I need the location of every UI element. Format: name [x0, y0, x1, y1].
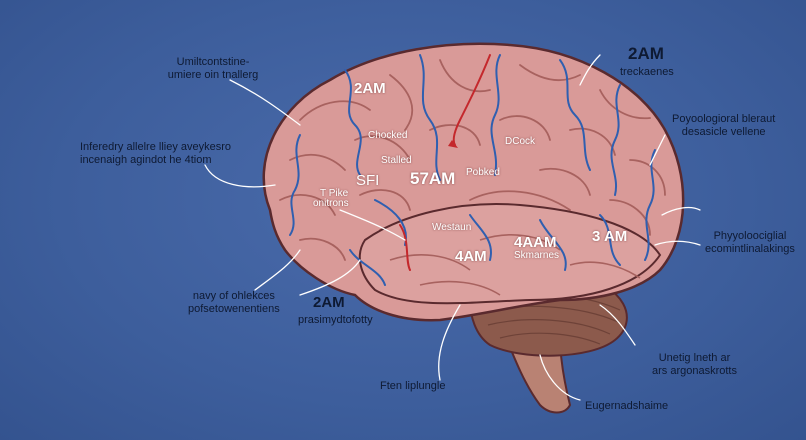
label-top-right-1: treckaenes — [620, 66, 674, 78]
brain-label: T Pike — [320, 188, 349, 199]
brain-label: SFI — [356, 172, 380, 189]
leader-tl1 — [229, 79, 301, 126]
brain-label: 57AM — [410, 169, 456, 188]
label-top-left-1: Umiltcontstine-umiere oin tnallerg — [167, 56, 259, 81]
brain-label: 3 AM — [592, 228, 628, 245]
leader-tr1 — [579, 54, 601, 86]
label-bottom-right-1: Eugernadshaime — [585, 400, 669, 412]
leader-r2 — [661, 206, 701, 216]
brain-label: Westaun — [432, 222, 472, 233]
brain-label: Skmarnes — [514, 250, 560, 261]
brain-label: 2AM — [354, 80, 386, 97]
arrowhead-red — [448, 140, 458, 148]
leader-br2 — [599, 304, 636, 346]
brain-label: DCock — [505, 136, 536, 147]
leader-bl1 — [254, 249, 301, 291]
label-top-right-time: 2AM — [628, 44, 664, 63]
leader-brain — [339, 209, 406, 241]
leader-bc1 — [438, 304, 461, 381]
brain-label: 4AAM — [514, 234, 557, 251]
label-bottom-center: Ften liplungle — [380, 380, 446, 392]
brain-label: Pobked — [466, 167, 500, 178]
leader-r2b — [649, 134, 666, 166]
label-bottom-left-time: 2AM — [313, 294, 345, 311]
brain-label: 4AM — [455, 248, 487, 265]
leader-bl2 — [299, 259, 361, 296]
brain-label: onitrons — [313, 198, 349, 209]
leader-tl2 — [204, 164, 276, 188]
leader-r1 — [654, 240, 701, 246]
brain-label: Stalled — [381, 155, 412, 166]
leader-br1 — [539, 354, 581, 401]
brain-label: Chocked — [368, 130, 408, 141]
label-bottom-left-2: prasimydtofotty — [298, 314, 373, 326]
